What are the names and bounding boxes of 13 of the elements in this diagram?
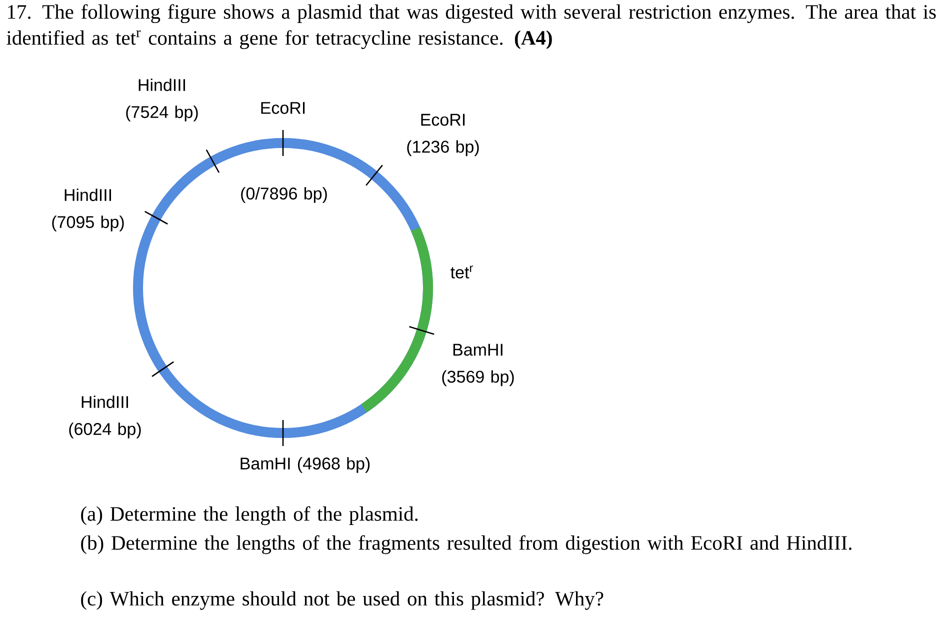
- site-label: EcoRI (1236 bp): [407, 114, 479, 156]
- site-label: BamHI (3569 bp): [442, 344, 514, 386]
- site-label: HindIII (6024 bp): [69, 396, 141, 438]
- question-text: (c) Which enzyme should not be used on this plasmid? Why?: [81, 591, 604, 610]
- question-text: (b) Determine the lengths of the fragments resulted from digestion with EcoRI and HindIII.: [81, 535, 852, 554]
- site-label: HindIII (7524 bp): [126, 78, 198, 122]
- site-label: BamHI (4968 bp): [240, 457, 370, 473]
- site-label: (0/7896 bp): [241, 187, 327, 203]
- title: 17. The following figure shows a plasmid that was digested with several restriction enzymes. The area that is identified as tet$^{r}$ contains a gene for tetracycline resistance. (A4): [6, 4, 936, 50]
- question-text: (a) Determine the length of the plasmid.: [81, 506, 418, 526]
- site-label: HindIII (7095 bp): [52, 188, 124, 232]
- gene-label: tet$^{r}$: [450, 266, 473, 278]
- site-label: EcoRI: [261, 102, 305, 114]
